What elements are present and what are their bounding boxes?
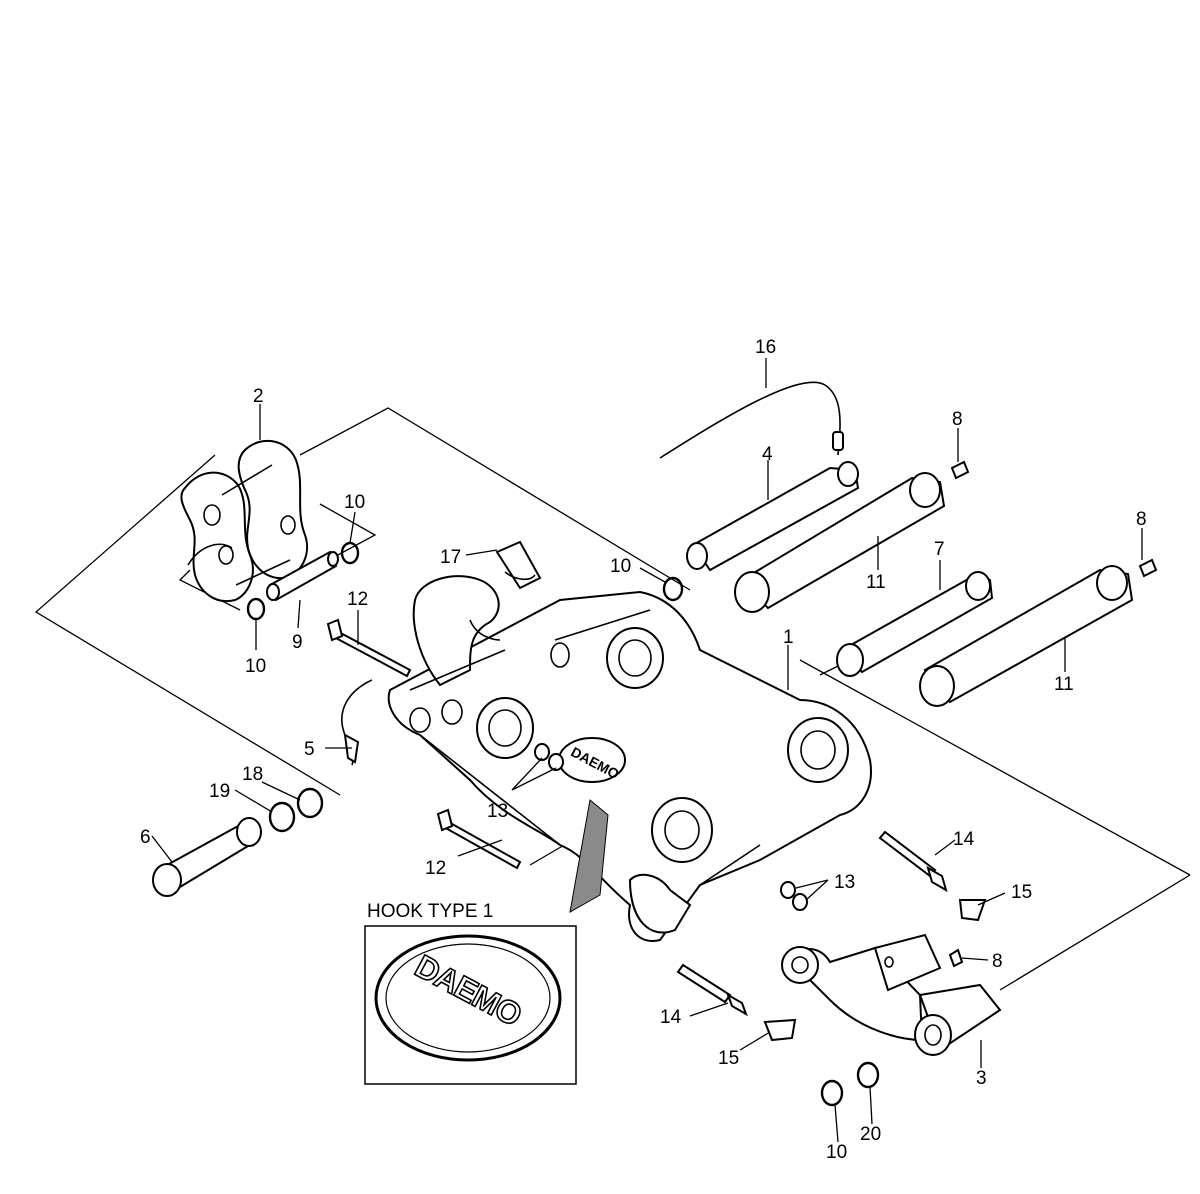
part-5-wire-clip (341, 679, 373, 766)
label-part-18: 18 (242, 764, 263, 785)
part-19-ring (268, 801, 296, 833)
part-1-coupler-frame: DAEMO (387, 575, 872, 942)
label-part-7: 7 (934, 539, 945, 560)
part-8-grease-nipple-b (1138, 558, 1158, 578)
part-8-grease-nipple-a (950, 460, 970, 480)
label-part-8: 8 (992, 951, 1003, 972)
part-2-hook-bracket (180, 440, 308, 603)
part-7-pin (836, 571, 994, 677)
part-15-elbow-lower (763, 1018, 797, 1042)
part-12-bolt-lower (436, 808, 522, 870)
label-part-10: 10 (344, 492, 365, 513)
label-part-14: 14 (953, 829, 975, 850)
label-part-20: 20 (860, 1124, 881, 1145)
label-part-16: 16 (755, 337, 776, 358)
label-part-19: 19 (209, 781, 230, 802)
label-part-9: 9 (292, 632, 303, 653)
part-17-latch-bracket (495, 540, 542, 590)
label-part-11: 11 (866, 572, 886, 593)
label-part-17: 17 (440, 547, 461, 568)
label-part-15: 15 (1011, 882, 1032, 903)
part-9-pin (266, 550, 339, 602)
leader-lines (151, 358, 1143, 1143)
part-14-hose-fitting-lower (676, 963, 748, 1017)
label-part-2: 2 (253, 386, 264, 407)
part-4-locking-pin (686, 461, 860, 572)
part-10-snap-ring-b (246, 597, 266, 621)
part-number-labels: 2 10 10 9 16 4 8 8 11 7 11 1 12 10 17 5 … (140, 337, 1147, 1163)
part-11-long-pin-lower (919, 565, 1134, 707)
label-part-6: 6 (140, 827, 151, 848)
label-part-10: 10 (245, 656, 266, 677)
part-13-nuts-upper (534, 743, 564, 771)
label-part-4: 4 (762, 444, 773, 465)
part-10-snap-ring-d (820, 1079, 844, 1107)
label-part-5: 5 (304, 739, 315, 760)
inset-title: HOOK TYPE 1 (367, 901, 493, 922)
part-11-long-pin-upper (734, 472, 946, 613)
assembly-guide-frame (34, 407, 1191, 991)
part-6-main-pin (152, 817, 262, 897)
part-14-hose-fitting-upper (878, 830, 948, 893)
hatched-decal-strip (569, 799, 609, 913)
part-20-ring (856, 1061, 880, 1089)
label-part-1: 1 (783, 627, 794, 648)
label-part-12: 12 (425, 858, 446, 879)
label-part-8: 8 (1136, 509, 1147, 530)
label-part-11: 11 (1054, 674, 1074, 695)
label-part-12: 12 (347, 589, 368, 610)
label-part-3: 3 (976, 1068, 987, 1089)
part-10-snap-ring-c (662, 576, 684, 602)
label-part-14: 14 (660, 1007, 682, 1028)
part-13-nuts-lower (780, 881, 808, 911)
label-part-13: 13 (834, 872, 855, 893)
label-part-15: 15 (718, 1048, 739, 1069)
part-16-cable-end (832, 431, 844, 451)
label-part-13: 13 (487, 801, 508, 822)
part-3-hydraulic-cylinder (781, 933, 1002, 1056)
part-8-grease-nipple-c (948, 948, 964, 968)
part-10-snap-ring-a (340, 541, 360, 565)
hook-type-inset: HOOK TYPE 1 DAEMO (364, 901, 577, 1085)
part-18-ring (296, 787, 324, 819)
part-16-cable (659, 381, 841, 459)
label-part-8: 8 (952, 409, 963, 430)
label-part-10: 10 (826, 1142, 847, 1163)
label-part-10: 10 (610, 556, 631, 577)
part-12-bolt-upper (326, 618, 412, 678)
